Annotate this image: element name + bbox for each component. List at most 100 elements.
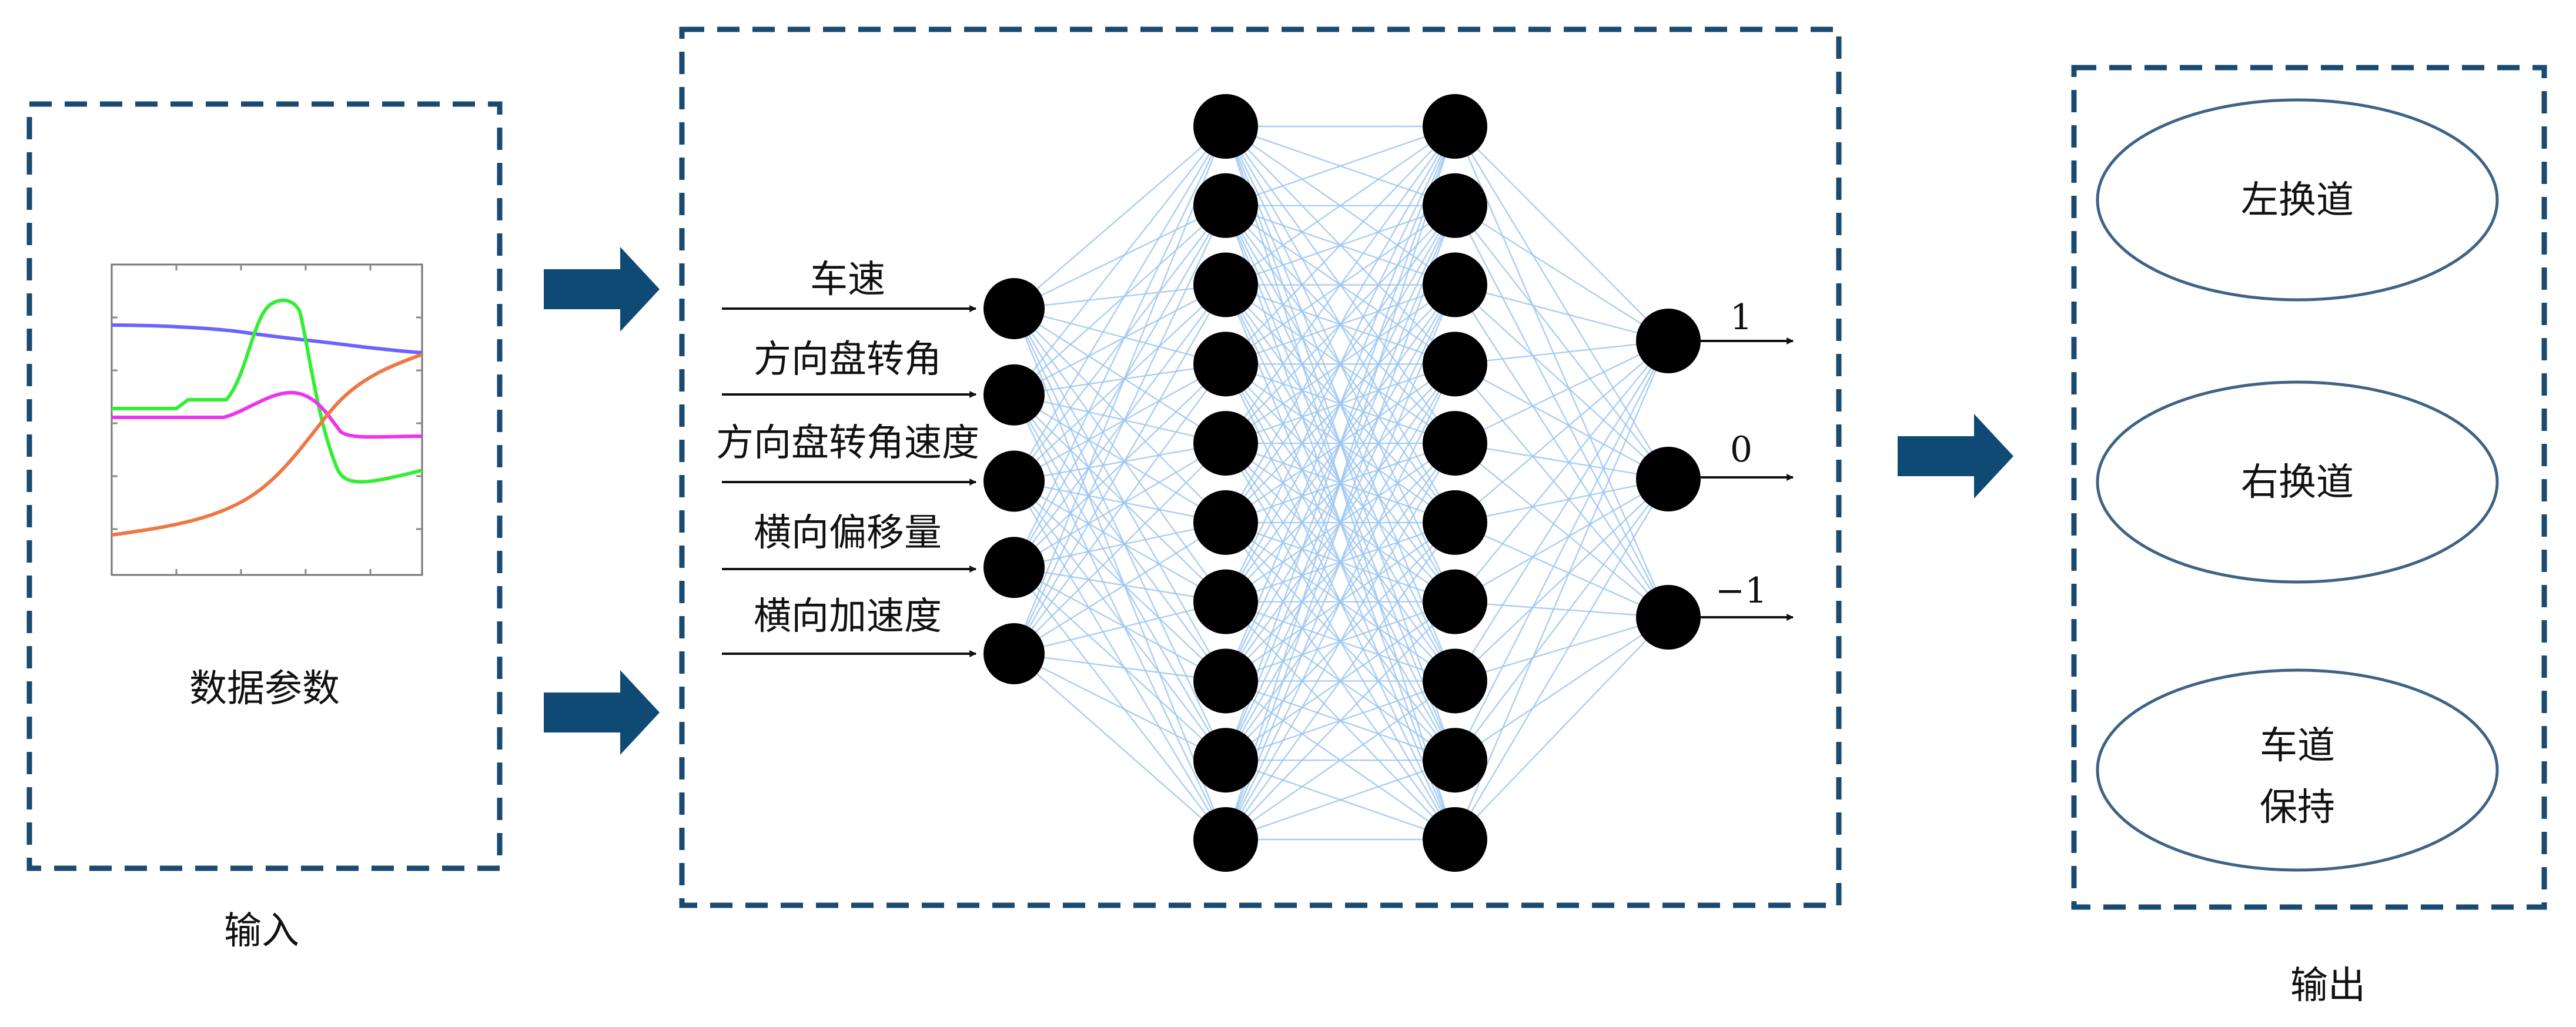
chart-plot-area bbox=[111, 263, 423, 576]
input-frame bbox=[26, 101, 503, 871]
hidden2-node bbox=[1423, 411, 1487, 476]
network-edge bbox=[1013, 126, 1226, 396]
network-edge bbox=[1013, 205, 1226, 482]
network-connections bbox=[1013, 125, 1670, 841]
network-nodes bbox=[983, 94, 1701, 872]
network-edge bbox=[1013, 601, 1226, 655]
network-edge bbox=[1013, 308, 1227, 840]
network-edge bbox=[1454, 205, 1669, 480]
network-edge bbox=[1013, 284, 1226, 396]
output-class-right-lane-change: 右换道 bbox=[2096, 380, 2499, 584]
hidden1-node bbox=[1193, 490, 1258, 555]
data-params-label: 数据参数 bbox=[189, 667, 340, 711]
network-edge bbox=[1013, 443, 1226, 654]
output-class-ellipse bbox=[2096, 668, 2499, 872]
network-edge bbox=[1454, 284, 1669, 342]
output-value-3: −1 bbox=[1715, 570, 1767, 611]
network-edge bbox=[1013, 653, 1226, 840]
hidden2-node bbox=[1423, 807, 1487, 872]
network-edge bbox=[1225, 363, 1456, 840]
output-class-label: 右换道 bbox=[2241, 461, 2354, 504]
network-edge bbox=[1013, 521, 1226, 655]
network-edge bbox=[1454, 479, 1669, 682]
network-edge bbox=[1013, 284, 1227, 654]
network-edge bbox=[1013, 205, 1226, 396]
network-edge bbox=[1454, 126, 1670, 480]
network-edge bbox=[1454, 478, 1669, 524]
output-value-2: 0 bbox=[1730, 429, 1752, 470]
network-edge bbox=[1454, 340, 1669, 603]
network-edge bbox=[1013, 567, 1226, 840]
network-edge bbox=[1013, 480, 1226, 761]
hidden1-node bbox=[1193, 728, 1258, 793]
hidden2-node bbox=[1423, 173, 1487, 238]
network-edge bbox=[1013, 653, 1226, 761]
hidden2-node bbox=[1423, 94, 1487, 159]
hidden1-node bbox=[1193, 411, 1258, 476]
network-edge bbox=[1225, 126, 1456, 840]
network-edge bbox=[1454, 340, 1669, 365]
network-edge bbox=[1013, 363, 1226, 568]
hidden2-node bbox=[1423, 332, 1487, 397]
chart-curve-magenta bbox=[112, 390, 423, 439]
hidden1-node bbox=[1193, 569, 1258, 634]
network-edge bbox=[1225, 126, 1456, 523]
network-edge bbox=[1225, 125, 1456, 206]
network-edge bbox=[1013, 394, 1226, 444]
network-edge bbox=[1013, 567, 1226, 761]
network-edge bbox=[1013, 394, 1227, 761]
output-value-1: 1 bbox=[1730, 297, 1752, 338]
network-edge bbox=[1454, 617, 1669, 840]
network-edge bbox=[1013, 284, 1226, 482]
network-edge bbox=[1454, 479, 1669, 761]
network-edge bbox=[1225, 205, 1456, 840]
input-node bbox=[983, 537, 1045, 598]
hidden2-node bbox=[1423, 490, 1487, 555]
network-edge bbox=[1454, 126, 1670, 618]
network-edge bbox=[1454, 363, 1669, 618]
network-edge bbox=[1454, 479, 1670, 840]
network-edge bbox=[1013, 205, 1227, 568]
network-edge bbox=[1454, 205, 1670, 618]
hidden1-node bbox=[1193, 807, 1258, 872]
output-class-label: 左换道 bbox=[2241, 179, 2354, 222]
network-edge bbox=[1013, 126, 1227, 482]
network-edge bbox=[1454, 340, 1670, 682]
hidden2-node bbox=[1423, 252, 1487, 317]
network-edge bbox=[1013, 394, 1226, 523]
network-edge bbox=[1013, 205, 1227, 654]
network-edge bbox=[1013, 567, 1226, 682]
feature-label-steering-rate: 方向盘转角速度 bbox=[716, 421, 979, 465]
chart-curve-green bbox=[112, 298, 423, 484]
output-values: 1 0 −1 bbox=[1701, 297, 1794, 621]
chart-curve-orange bbox=[111, 353, 423, 537]
network-frame bbox=[679, 26, 1842, 908]
network-edge bbox=[1013, 307, 1226, 365]
network-edge bbox=[1013, 567, 1226, 603]
network-edge bbox=[1013, 126, 1227, 568]
hidden1-node bbox=[1193, 252, 1258, 317]
network-edge bbox=[1454, 617, 1669, 761]
output-class-label-line-2: 保持 bbox=[2260, 786, 2335, 829]
input-node bbox=[983, 450, 1045, 512]
output-node bbox=[1636, 585, 1701, 650]
network-edge bbox=[1013, 653, 1226, 682]
network-edge bbox=[1013, 480, 1227, 840]
network-edge bbox=[1013, 363, 1226, 482]
hidden1-node bbox=[1193, 648, 1258, 714]
hidden2-node bbox=[1423, 648, 1487, 714]
output-frame bbox=[2071, 65, 2547, 910]
network-edge bbox=[1454, 478, 1669, 603]
network-edge bbox=[1225, 126, 1456, 761]
network-edge bbox=[1454, 521, 1669, 618]
input-caption: 输入 bbox=[224, 909, 299, 953]
network-edge bbox=[1013, 126, 1227, 654]
network-edge bbox=[1454, 616, 1669, 682]
network-edge bbox=[1225, 126, 1456, 444]
network-edge bbox=[1013, 521, 1226, 568]
network-edge bbox=[1454, 443, 1669, 618]
network-edge bbox=[1013, 394, 1226, 682]
network-edge bbox=[1013, 480, 1226, 524]
input-node bbox=[983, 278, 1045, 339]
network-edge bbox=[1013, 363, 1226, 654]
